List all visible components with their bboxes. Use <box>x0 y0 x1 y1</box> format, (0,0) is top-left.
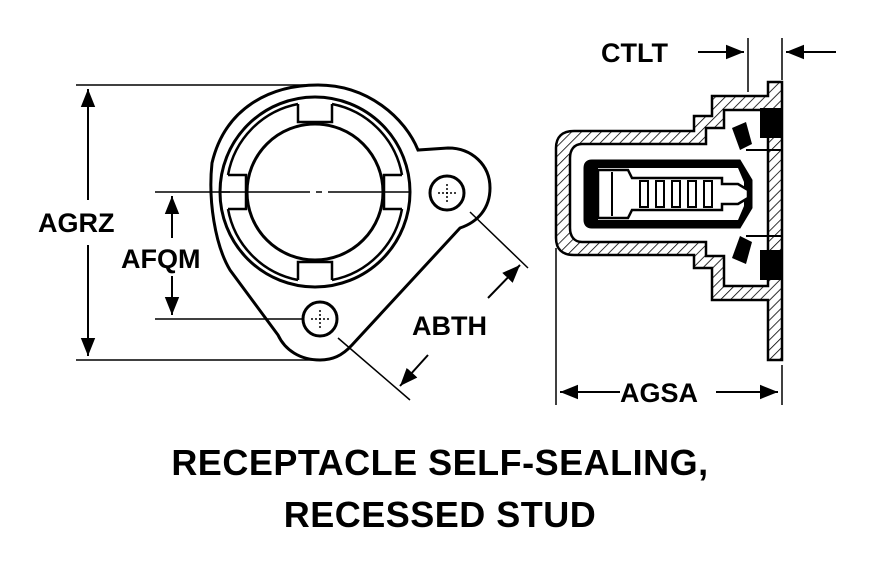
seal-lower <box>760 250 782 280</box>
dimension-abth: ABTH <box>337 211 529 401</box>
caption-line-1: RECEPTACLE SELF-SEALING, <box>171 442 708 483</box>
side-section-view <box>554 80 784 362</box>
stud-threads <box>639 180 713 208</box>
label-ctlt: CTLT <box>601 38 668 68</box>
dimension-agrz: AGRZ <box>38 84 318 361</box>
dimension-afqm: AFQM <box>121 191 302 320</box>
flange-outline <box>209 83 492 362</box>
screw-hole-upper <box>428 174 466 212</box>
dimension-agsa: AGSA <box>555 248 783 408</box>
label-afqm: AFQM <box>121 244 200 274</box>
screw-hole-lower <box>301 300 339 338</box>
label-agsa: AGSA <box>620 378 698 408</box>
label-abth: ABTH <box>412 311 487 341</box>
wedge-lower <box>732 236 752 264</box>
dimension-ctlt: CTLT <box>601 38 836 92</box>
seal-upper <box>760 108 782 138</box>
wedge-upper <box>732 122 752 150</box>
caption-line-2: RECESSED STUD <box>284 494 597 535</box>
label-agrz: AGRZ <box>38 208 115 238</box>
